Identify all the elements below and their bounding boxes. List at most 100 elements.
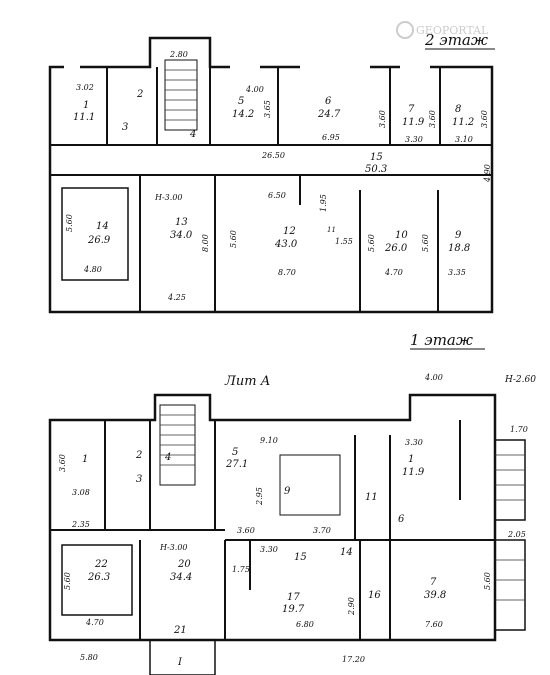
room-1-17-area: 19.7 xyxy=(282,604,305,615)
dim-2-16: 5.60 xyxy=(229,230,238,248)
dim-1-4: 3.30 xyxy=(405,438,423,447)
dim-2-1: 2.80 xyxy=(169,50,188,59)
dim-2-5: 3.60 xyxy=(428,110,437,128)
room-2-14-no: 14 xyxy=(96,221,109,232)
dim-2-0: 3.02 xyxy=(76,83,94,92)
room-2-4-no: 4 xyxy=(189,129,196,140)
room-2-15-no: 15 xyxy=(370,152,383,163)
room-2-13-no: 13 xyxy=(175,217,188,228)
dim-2-14: 1.55 xyxy=(335,237,353,246)
dim-1-0: 3.60 xyxy=(58,454,67,472)
dim-2-8: 3.30 xyxy=(405,135,423,144)
logo: GEOPORTAL xyxy=(396,21,489,39)
dim-1-12: 5.60 xyxy=(483,572,492,590)
dim-2-4: 3.60 xyxy=(378,110,387,128)
room-1-5-no: 5 xyxy=(232,447,238,458)
room-1-7-no: 7 xyxy=(430,577,437,588)
dim-2-20: 8.70 xyxy=(278,268,296,277)
dim-1-15: 7.60 xyxy=(425,620,443,629)
dim-1-1: 3.08 xyxy=(72,488,90,497)
dim-1-13: 4.70 xyxy=(85,618,104,627)
room-2-9-area: 18.8 xyxy=(448,243,470,254)
dim-2-21: 4.70 xyxy=(384,268,403,277)
room-2-7-no: 7 xyxy=(408,104,415,115)
floor2-title: 2 этаж xyxy=(424,31,488,49)
room-2-10-area: 26.0 xyxy=(384,243,408,254)
room-2-13-area: 34.0 xyxy=(170,230,193,241)
room-1-1b-area: 11.9 xyxy=(402,467,425,478)
room-2-11-no: 11 xyxy=(327,226,336,234)
dim-2-9: 3.10 xyxy=(455,135,473,144)
room-1-20-area: 34.4 xyxy=(170,572,192,583)
floor1-height-note: H-2.60 xyxy=(504,375,536,385)
dim-2-24: 4.25 xyxy=(167,293,186,302)
dim-1-8: 3.60 xyxy=(237,526,255,535)
dim-2-23: 4.80 xyxy=(83,265,102,274)
dim-2-19: 8.00 xyxy=(201,234,210,252)
room-1-14-no: 14 xyxy=(340,547,353,558)
room-1-1b-no: 1 xyxy=(408,454,414,465)
room-2-1-area: 11.1 xyxy=(73,112,95,123)
room-2-6-area: 24.7 xyxy=(317,109,341,120)
room-1-16-no: 16 xyxy=(368,590,381,601)
room-2-1-no: 1 xyxy=(83,100,89,111)
dim-1-14: 6.80 xyxy=(296,620,314,629)
dim-1-2: 2.35 xyxy=(71,520,90,529)
dim-2-18: 5.60 xyxy=(421,234,430,252)
room-1-21-no: 21 xyxy=(173,625,187,636)
room-2-8-area: 11.2 xyxy=(452,117,474,128)
dim-1-10: 2.05 xyxy=(507,530,526,539)
floor1-title: 1 этаж xyxy=(410,331,473,349)
dim-2-3: 3.65 xyxy=(263,100,272,118)
dim-1-11: 5.60 xyxy=(63,572,72,590)
dim-2-13: 1.95 xyxy=(319,194,328,212)
dim-2-12: 6.50 xyxy=(268,191,286,200)
room-2-2-no: 2 xyxy=(136,89,143,100)
room-2-8-no: 8 xyxy=(455,104,461,115)
logo-text: GEOPORTAL xyxy=(416,24,489,37)
room-2-12-no: 12 xyxy=(283,226,296,237)
room-1-5-area: 27.1 xyxy=(225,459,248,470)
dim-1-19: 1.75 xyxy=(232,565,250,574)
room-1-22-no: 22 xyxy=(94,559,108,570)
dim-2-17: 5.60 xyxy=(367,234,376,252)
room-2-5-no: 5 xyxy=(238,96,244,107)
dim-1-9: 3.70 xyxy=(313,526,331,535)
room-1-15-no: 15 xyxy=(294,552,307,563)
dim-2-25: H-3.00 xyxy=(154,193,183,202)
room-2-7-area: 11.9 xyxy=(402,117,425,128)
dim-2-15: 5.60 xyxy=(65,214,74,232)
room-2-9-no: 9 xyxy=(455,230,462,241)
room-1-1-no: 1 xyxy=(82,454,88,465)
room-2-15-area: 50.3 xyxy=(365,164,387,175)
lit-label: Лит А xyxy=(224,374,271,389)
dim-2-11: 4.90 xyxy=(483,164,492,183)
dim-1-5: 4.00 xyxy=(424,373,443,382)
dim-2-7: 6.95 xyxy=(322,133,340,142)
room-1-22-area: 26.3 xyxy=(87,572,110,583)
room-2-6-no: 6 xyxy=(325,96,332,107)
dim-2-2: 4.00 xyxy=(245,85,264,94)
dim-2-10: 26.50 xyxy=(261,151,285,160)
room-2-12-area: 43.0 xyxy=(274,239,298,250)
dim-1-20: 2.90 xyxy=(347,597,356,616)
room-2-14-area: 26.9 xyxy=(87,235,111,246)
room-1-I-no: I xyxy=(177,657,183,668)
room-1-20-no: 20 xyxy=(177,559,191,570)
room-1-9-no: 9 xyxy=(284,486,291,497)
dim-2-6: 3.60 xyxy=(480,110,489,128)
dim-1-16: 17.20 xyxy=(342,655,365,664)
room-2-3-no: 3 xyxy=(122,122,128,133)
room-2-10-no: 10 xyxy=(395,230,408,241)
dim-1-6: 1.70 xyxy=(510,425,528,434)
room-1-2-no: 2 xyxy=(135,450,142,461)
dim-1-3: 9.10 xyxy=(260,436,278,445)
dim-1-7: 2.95 xyxy=(255,487,264,506)
room-1-6-no: 6 xyxy=(398,514,405,525)
dim-1-21: H-3.00 xyxy=(159,543,188,552)
dim-1-17: 5.80 xyxy=(80,653,98,662)
room-1-7-area: 39.8 xyxy=(424,590,446,601)
room-1-11-no: 11 xyxy=(365,492,378,503)
room-1-4-no: 4 xyxy=(164,452,171,463)
